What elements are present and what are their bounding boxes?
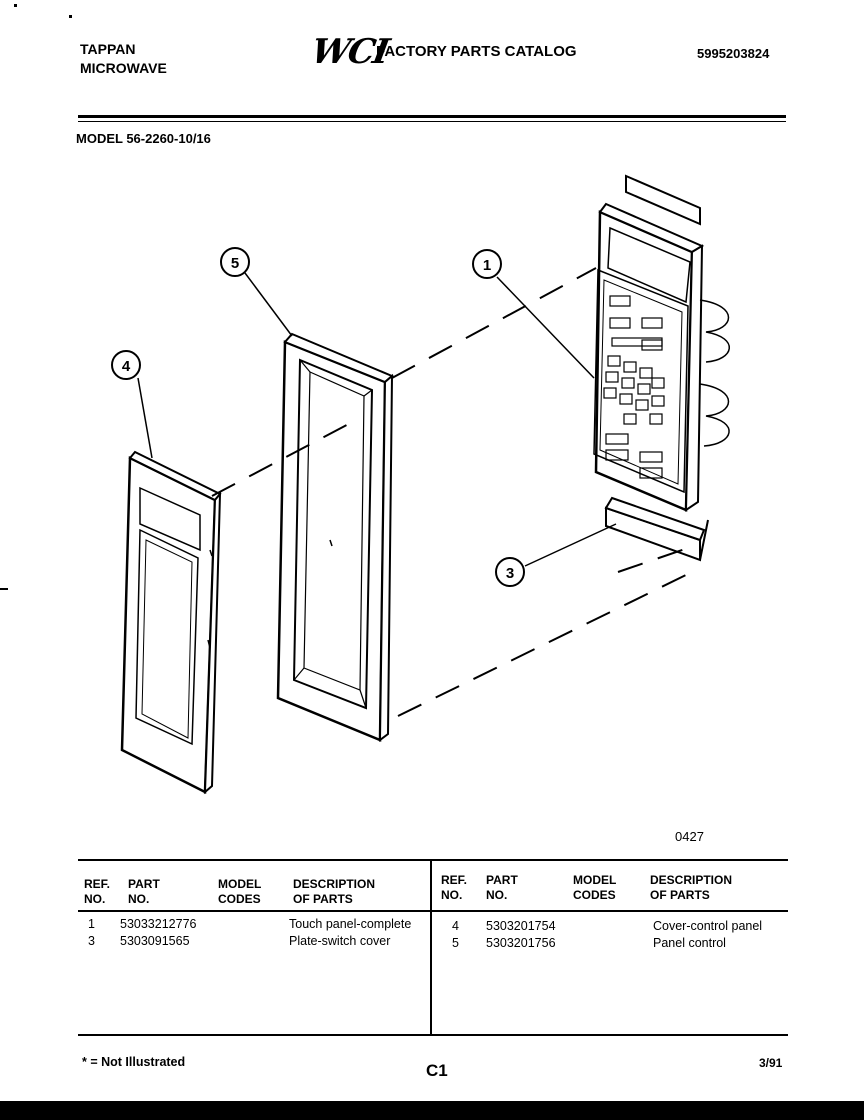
- row-ref: 1: [88, 917, 95, 931]
- table-row: 5 5303201756 Panel control: [0, 935, 864, 952]
- scan-border: [0, 1101, 864, 1120]
- col-ref-header-right: REF.NO.: [441, 873, 468, 902]
- scan-speck: [69, 15, 72, 18]
- table-header-rule: [78, 910, 788, 912]
- diagram-code: 0427: [675, 829, 704, 844]
- scan-speck: [14, 4, 17, 7]
- catalog-title: FACTORY PARTS CATALOG: [376, 43, 577, 60]
- row-ref: 5: [452, 936, 459, 950]
- leader-lines: [137, 272, 617, 567]
- callout-4: 4: [111, 350, 141, 380]
- not-illustrated-note: * = Not Illustrated: [82, 1055, 186, 1069]
- callout-3: 3: [495, 557, 525, 587]
- table-bottom-rule: [78, 1034, 788, 1036]
- col-ref-header: REF.NO.: [84, 877, 111, 906]
- catalog-number: 5995203824: [697, 46, 770, 61]
- part-3-plate-switch-cover: [604, 496, 709, 562]
- row-part: 5303201754: [486, 919, 556, 933]
- row-desc: Panel control: [653, 936, 726, 950]
- row-part: 5303201756: [486, 936, 556, 950]
- product-type: MICROWAVE: [80, 60, 167, 76]
- table-row: 3 5303091565 Plate-switch cover: [0, 933, 430, 950]
- callout-4-label: 4: [122, 358, 131, 375]
- alignment-lines: [211, 267, 689, 717]
- part-4-cover-control-panel: [120, 450, 222, 795]
- callout-3-label: 3: [506, 565, 514, 582]
- row-ref: 4: [452, 919, 459, 933]
- model-number: MODEL 56-2260-10/16: [76, 131, 211, 146]
- row-ref: 3: [88, 934, 95, 948]
- table-row: 4 5303201754 Cover-control panel: [0, 918, 864, 935]
- callout-1: 1: [472, 249, 502, 279]
- table-divider: [430, 859, 432, 1036]
- row-desc: Cover-control panel: [653, 919, 763, 933]
- header-rule-thin: [78, 121, 786, 122]
- row-part: 53033212776: [120, 917, 197, 931]
- part-1-touch-panel: [593, 174, 730, 512]
- table-row: 1 53033212776 Touch panel-complete: [0, 916, 430, 933]
- callout-5: 5: [220, 247, 250, 277]
- callout-1-label: 1: [483, 257, 491, 274]
- brand-name: TAPPAN: [80, 41, 136, 57]
- header-rule: [78, 115, 786, 118]
- row-desc: Plate-switch cover: [289, 934, 391, 948]
- brand-block: TAPPAN MICROWAVE: [80, 40, 167, 78]
- callout-5-label: 5: [231, 255, 239, 272]
- page-number: C1: [426, 1061, 448, 1080]
- part-5-panel-control: [276, 332, 394, 743]
- table-top-rule: [78, 859, 788, 861]
- row-desc: Touch panel-complete: [289, 917, 412, 931]
- exploded-parts-diagram: 5 1 4 3: [111, 174, 730, 795]
- row-part: 5303091565: [120, 934, 190, 948]
- scan-speck: [0, 588, 8, 590]
- issue-date: 3/91: [759, 1056, 783, 1070]
